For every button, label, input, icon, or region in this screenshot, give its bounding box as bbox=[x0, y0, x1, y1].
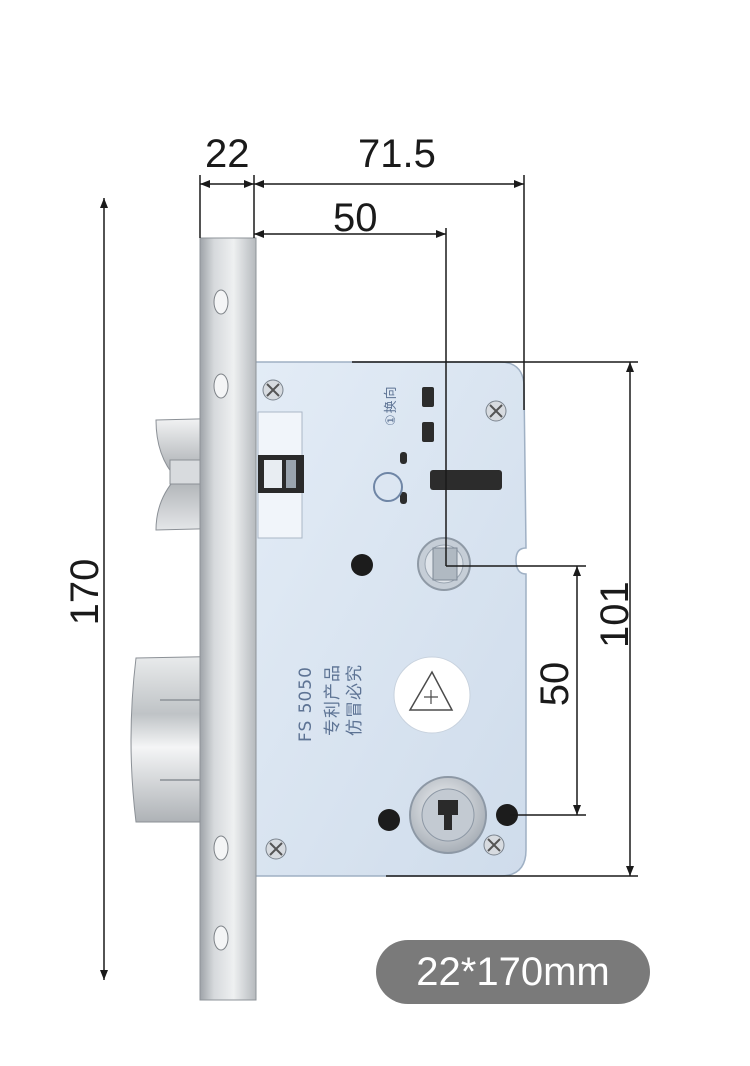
lock-case bbox=[251, 361, 527, 877]
cylinder-hole bbox=[409, 776, 487, 854]
screw-icon bbox=[485, 400, 507, 422]
dimension-arrows bbox=[100, 180, 634, 980]
dimension-lines bbox=[103, 175, 638, 980]
dim-faceplate-thickness: 22 bbox=[205, 132, 250, 176]
spindle-hub bbox=[417, 537, 471, 591]
engraving-model: FS 5050 bbox=[296, 666, 316, 742]
certification-mark bbox=[393, 656, 471, 734]
screw-icon bbox=[483, 834, 505, 856]
dim-case-height: 101 bbox=[593, 581, 637, 648]
engraving-switch-mark: ①换向 bbox=[384, 385, 399, 426]
screw-icon bbox=[262, 379, 284, 401]
dim-total-height: 170 bbox=[63, 558, 107, 626]
dim-center-distance: 50 bbox=[533, 661, 577, 707]
size-badge: 22*170mm bbox=[376, 940, 650, 1004]
face-plate bbox=[199, 237, 257, 1001]
engraving-patent-line2: 仿冒必究 bbox=[345, 664, 365, 736]
dim-backset: 50 bbox=[333, 196, 378, 240]
dim-case-depth: 71.5 bbox=[358, 132, 436, 176]
screw-icon bbox=[265, 838, 287, 860]
case-screws bbox=[262, 379, 507, 860]
